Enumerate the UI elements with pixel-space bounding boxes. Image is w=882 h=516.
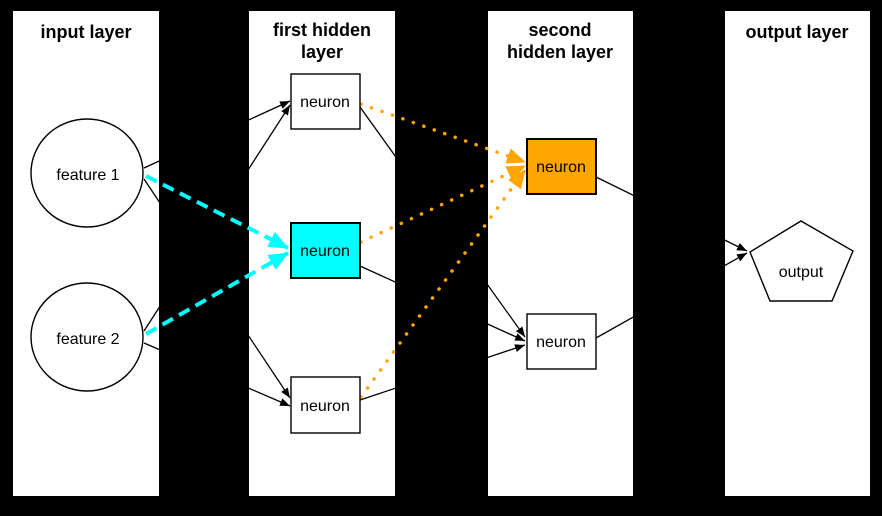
hidden1-bottom-label: neuron xyxy=(300,398,350,415)
edge-feature1-to-hidden1-top xyxy=(143,100,291,169)
panel-title-second-hidden-line2: hidden layer xyxy=(507,42,613,62)
output-pentagon xyxy=(749,220,854,302)
node-hidden2-top: neuron xyxy=(526,138,597,195)
hidden2-top-label: neuron xyxy=(536,159,586,176)
hidden1-top-label: neuron xyxy=(300,94,350,111)
feature-2-circle xyxy=(30,282,144,392)
hidden1-top-rect xyxy=(290,73,361,130)
feature-1-circle xyxy=(30,118,144,228)
panel-input-layer xyxy=(13,11,159,496)
panel-title-output-layer: output layer xyxy=(745,22,848,42)
edge-feature2-to-hidden1-top xyxy=(143,104,291,332)
node-hidden1-bottom: neuron xyxy=(290,376,361,434)
node-hidden1-top: neuron xyxy=(290,73,361,130)
edge-hidden1-top-to-hidden2-bottom xyxy=(359,106,526,338)
node-hidden2-bottom: neuron xyxy=(526,313,597,370)
panel-title-first-hidden-line1: first hidden xyxy=(273,20,371,40)
edge-feature2-to-hidden1-bottom xyxy=(143,342,291,407)
panel-title-second-hidden-line1: second xyxy=(528,20,591,40)
feature-2-label: feature 2 xyxy=(56,331,119,348)
edge-feature1-to-hidden1-middle xyxy=(145,174,289,250)
edge-hidden1-top-to-hidden2-top xyxy=(359,102,527,164)
node-output: output xyxy=(749,220,854,302)
edge-hidden2-top-to-output xyxy=(595,176,748,252)
panel-title-input-layer: input layer xyxy=(40,22,131,42)
edge-hidden1-bottom-to-hidden2-top xyxy=(359,168,527,399)
feature-1-label: feature 1 xyxy=(56,167,119,184)
edge-hidden2-bottom-to-output xyxy=(595,252,748,339)
node-feature-2: feature 2 xyxy=(30,282,144,392)
hidden1-bottom-rect xyxy=(290,376,361,434)
edge-feature2-to-hidden1-middle xyxy=(145,251,289,336)
output-label: output xyxy=(779,264,824,281)
edge-hidden1-middle-to-hidden2-bottom xyxy=(359,265,526,342)
hidden1-middle-rect xyxy=(290,222,361,279)
hidden2-bottom-rect xyxy=(526,313,597,370)
hidden1-middle-label: neuron xyxy=(300,243,350,260)
node-hidden1-middle: neuron xyxy=(290,222,361,279)
edge-hidden1-middle-to-hidden2-top xyxy=(359,164,527,244)
node-feature-1: feature 1 xyxy=(30,118,144,228)
panel-second-hidden-layer xyxy=(488,11,633,496)
edge-feature1-to-hidden1-bottom xyxy=(143,178,291,399)
hidden2-top-rect xyxy=(526,138,597,195)
hidden2-bottom-label: neuron xyxy=(536,334,586,351)
edge-hidden1-bottom-to-hidden2-bottom xyxy=(359,344,526,401)
panel-title-first-hidden-line2: layer xyxy=(301,42,343,62)
